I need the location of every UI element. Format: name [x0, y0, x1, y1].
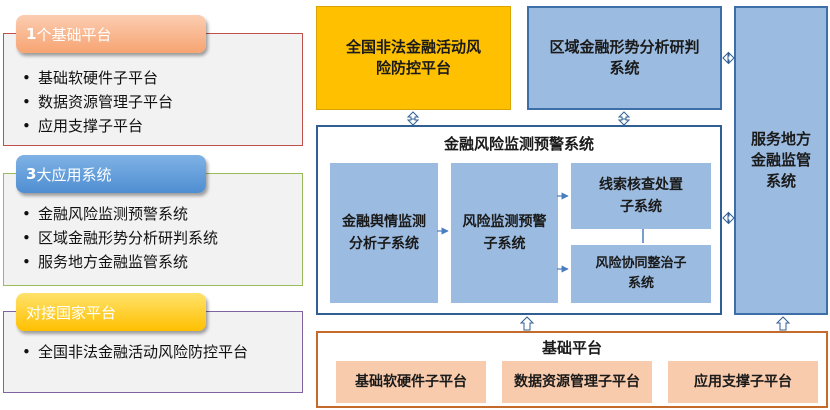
monitoring-label: 风险监测预警子系统: [462, 214, 547, 252]
clue-subsystem: 线索核查处置子系统: [571, 163, 711, 229]
sentiment-subsystem: 金融舆情监测分析子系统: [330, 163, 438, 303]
list-item: 服务地方金融监管系统: [16, 250, 218, 274]
base-item-data: 数据资源管理子平台: [502, 361, 652, 403]
national-platform-label: 全国非法金融活动风险防控平台: [345, 38, 481, 77]
sentiment-label: 金融舆情监测分析子系统: [342, 214, 426, 252]
double-arrow-national-to-risk: [406, 111, 420, 126]
regional-analysis-box: 区域金融形势分析研判系统: [527, 6, 722, 110]
base-platform-title: 基础平台: [541, 338, 602, 357]
tag-text: 大应用系统: [36, 165, 112, 184]
tag-text: 对接国家平台: [26, 303, 117, 322]
national-platform-list: 全国非法金融活动风险防控平台: [16, 340, 286, 364]
risk-warning-frame: 金融风险监测预警系统 金融舆情监测分析子系统 风险监测预警子系统 线索核查处置子…: [316, 125, 722, 315]
regional-analysis-label: 区域金融形势分析研判系统: [549, 38, 700, 77]
national-platform-box: 全国非法金融活动风险防控平台: [316, 6, 511, 110]
cooperation-label: 风险协同整治子系统: [595, 256, 687, 291]
tag-number: 1: [26, 25, 37, 43]
base-platform-frame: 基础平台 基础软硬件子平台 数据资源管理子平台 应用支撑子平台: [316, 331, 828, 408]
double-arrow-risk-to-local: [722, 211, 735, 225]
base-item-support: 应用支撑子平台: [668, 361, 818, 403]
cooperation-subsystem: 风险协同整治子系统: [571, 245, 711, 303]
up-arrow-base-to-risk: [519, 316, 535, 331]
app-systems-list: 金融风险监测预警系统 区域金融形势分析研判系统 服务地方金融监管系统: [16, 202, 218, 274]
clue-label: 线索核查处置子系统: [599, 177, 683, 215]
list-item: 基础软硬件子平台: [16, 66, 173, 90]
monitoring-subsystem: 风险监测预警子系统: [451, 163, 558, 303]
up-arrow-base-to-local: [775, 316, 791, 331]
local-supervision-box: 服务地方金融监管系统: [734, 6, 828, 315]
risk-warning-title: 金融风险监测预警系统: [443, 134, 594, 153]
double-arrow-regional-to-local: [722, 51, 735, 65]
national-platform-tag: 对接国家平台: [16, 293, 206, 331]
tag-text: 个基础平台: [36, 25, 112, 44]
list-item: 金融风险监测预警系统: [16, 202, 218, 226]
list-item: 区域金融形势分析研判系统: [16, 226, 218, 250]
base-platform-list: 基础软硬件子平台 数据资源管理子平台 应用支撑子平台: [16, 66, 173, 138]
double-arrow-regional-to-risk: [617, 111, 631, 126]
tag-number: 3: [26, 165, 37, 183]
list-item: 全国非法金融活动风险防控平台: [16, 340, 286, 364]
list-item: 数据资源管理子平台: [16, 90, 173, 114]
list-item: 应用支撑子平台: [16, 114, 173, 138]
base-item-hardware: 基础软硬件子平台: [336, 361, 486, 403]
local-supervision-label: 服务地方金融监管系统: [750, 130, 811, 190]
